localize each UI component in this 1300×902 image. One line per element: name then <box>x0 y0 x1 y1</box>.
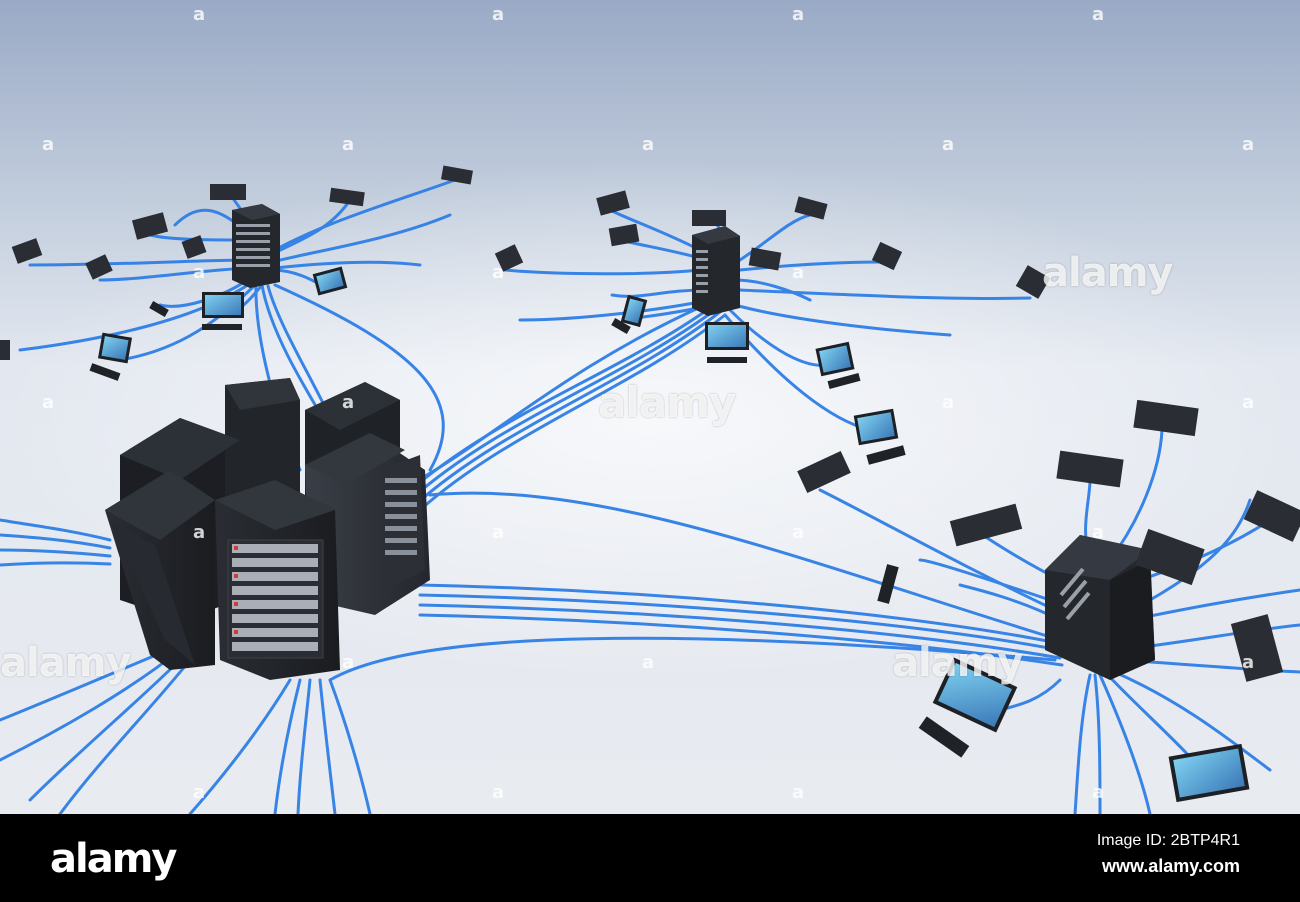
watermark-mark-8: a <box>942 134 955 155</box>
watermark-mark-14: a <box>342 392 355 413</box>
watermark-mark-16: a <box>1242 392 1255 413</box>
watermark-mark-6: a <box>342 134 355 155</box>
watermark-mark-23: a <box>1242 652 1255 673</box>
watermark-mark-22: a <box>642 652 655 673</box>
watermark-mark-5: a <box>42 134 55 155</box>
watermark-mark-10: a <box>193 262 206 283</box>
watermark-mark-26: a <box>792 782 805 803</box>
watermark-mark-27: a <box>1092 782 1105 803</box>
watermark-mark-15: a <box>942 392 955 413</box>
watermark-mark-4: a <box>1092 4 1105 25</box>
watermark-left: alamy <box>0 640 131 686</box>
watermark-mark-9: a <box>1242 134 1255 155</box>
watermark-mark-7: a <box>642 134 655 155</box>
watermark-mark-18: a <box>492 522 505 543</box>
watermark-mark-3: a <box>792 4 805 25</box>
watermark-mark-1: a <box>193 4 206 25</box>
watermark-mark-20: a <box>1092 522 1105 543</box>
watermark-mark-25: a <box>492 782 505 803</box>
main-server-cluster <box>105 378 430 680</box>
server-rack-hub-1 <box>232 204 280 288</box>
watermark-mark-21: a <box>342 652 355 673</box>
watermark-center: alamy <box>598 378 736 427</box>
server-rack-hub-2 <box>692 226 740 316</box>
server-rack-hub-3 <box>1045 535 1155 680</box>
watermark-mark-24: a <box>193 782 206 803</box>
image-id: Image ID: 2BTP4R1 <box>1096 832 1240 849</box>
footer-logo: alamy <box>50 836 177 882</box>
watermark-mark-2: a <box>492 4 505 25</box>
watermark-mark-12: a <box>792 262 805 283</box>
watermark-mark-13: a <box>42 392 55 413</box>
desktop-computers <box>0 165 1300 803</box>
watermark-mark-17: a <box>193 522 206 543</box>
watermark-mark-11: a <box>492 262 505 283</box>
watermark-mark-19: a <box>792 522 805 543</box>
watermark-right: alamy <box>1042 250 1173 296</box>
footer-url: www.alamy.com <box>1101 856 1240 876</box>
watermark-lower-right: alamy <box>892 640 1023 686</box>
footer-bar: alamy Image ID: 2BTP4R1 www.alamy.com <box>0 814 1300 902</box>
network-photo <box>0 0 1300 814</box>
